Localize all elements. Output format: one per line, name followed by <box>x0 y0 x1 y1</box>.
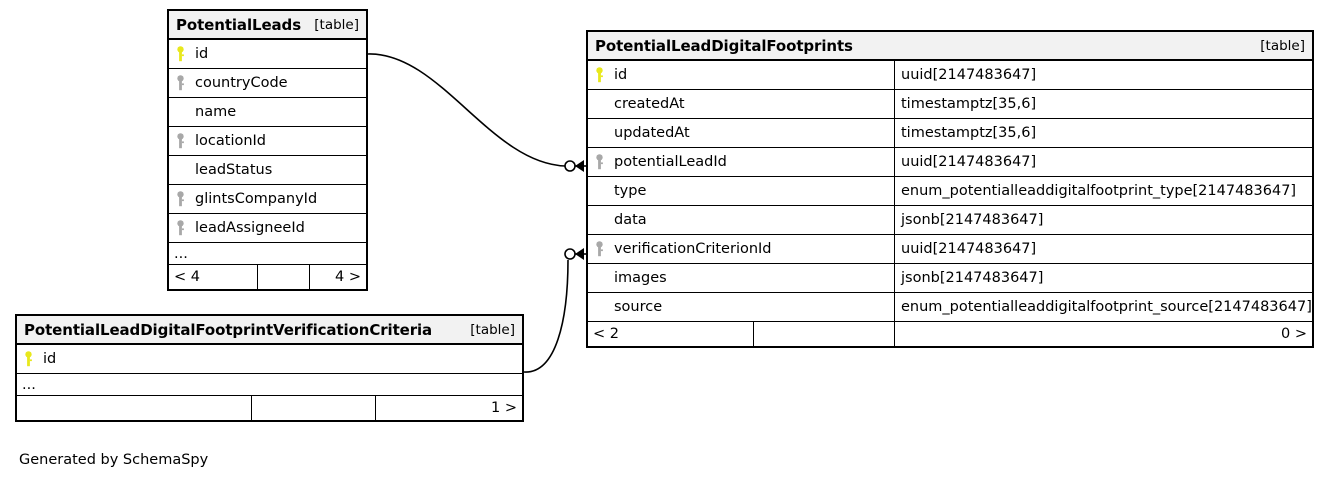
column-name: id <box>195 46 209 62</box>
column-cell: potentialLeadId <box>588 148 894 176</box>
foreign-key-icon <box>169 220 191 236</box>
column-name: locationId <box>195 133 267 149</box>
column-name: data <box>614 212 647 228</box>
column-cell: verificationCriterionId <box>588 235 894 263</box>
column-type: timestamptz[35,6] <box>894 119 1312 147</box>
column-type: enum_potentialleaddigitalfootprint_sourc… <box>894 293 1312 321</box>
entity-footer: < 2 0 > <box>588 322 1312 346</box>
entity-header-potentialleads: PotentialLeads [table] <box>169 11 366 40</box>
table-row[interactable]: id <box>169 40 366 69</box>
more-columns-indicator: ... <box>17 374 522 396</box>
table-row[interactable]: source enum_potentialleaddigitalfootprin… <box>588 293 1312 322</box>
table-row[interactable]: updatedAt timestamptz[35,6] <box>588 119 1312 148</box>
column-name: source <box>614 299 663 315</box>
column-name: name <box>195 104 237 120</box>
table-row[interactable]: locationId <box>169 127 366 156</box>
column-type: jsonb[2147483647] <box>894 206 1312 234</box>
column-type: timestamptz[35,6] <box>894 90 1312 118</box>
entity-type-tag: [table] <box>470 321 515 338</box>
entity-type-tag: [table] <box>314 16 359 33</box>
column-name: images <box>614 270 667 286</box>
primary-key-icon <box>169 46 191 62</box>
table-row[interactable]: name <box>169 98 366 127</box>
column-name: type <box>614 183 647 199</box>
column-cell: id <box>588 61 894 89</box>
next-relations-button[interactable]: 4 > <box>309 265 366 289</box>
primary-key-icon <box>17 351 39 367</box>
relationship-criteria-to-footprints <box>523 248 586 373</box>
entity-potentialleaddigitalfootprintverificationcriteria[interactable]: PotentialLeadDigitalFootprintVerificatio… <box>15 314 524 422</box>
entity-header-criteria: PotentialLeadDigitalFootprintVerificatio… <box>17 316 522 345</box>
entity-title: PotentialLeads <box>176 15 302 34</box>
foreign-key-icon <box>588 154 610 170</box>
next-relations-button[interactable]: 0 > <box>894 322 1312 346</box>
table-row[interactable]: id uuid[2147483647] <box>588 61 1312 90</box>
relationship-potentialleads-to-footprints <box>367 53 586 172</box>
column-name: id <box>614 67 628 83</box>
column-cell: source <box>588 293 894 321</box>
column-cell: name <box>169 98 366 126</box>
column-cell: locationId <box>169 127 366 155</box>
entity-type-tag: [table] <box>1260 37 1305 54</box>
foreign-key-icon <box>169 191 191 207</box>
column-cell: images <box>588 264 894 292</box>
entity-title: PotentialLeadDigitalFootprints <box>595 36 853 55</box>
more-columns-indicator: ... <box>169 243 366 265</box>
table-row[interactable]: leadStatus <box>169 156 366 185</box>
entity-potentialleads[interactable]: PotentialLeads [table] id countryCode <box>167 9 368 291</box>
column-name: createdAt <box>614 96 685 112</box>
column-cell: updatedAt <box>588 119 894 147</box>
table-row[interactable]: leadAssigneeId <box>169 214 366 243</box>
table-row[interactable]: createdAt timestamptz[35,6] <box>588 90 1312 119</box>
column-name: glintsCompanyId <box>195 191 318 207</box>
column-type: jsonb[2147483647] <box>894 264 1312 292</box>
column-type: enum_potentialleaddigitalfootprint_type[… <box>894 177 1312 205</box>
prev-relations-button[interactable]: < 4 <box>174 269 200 285</box>
footer-middle-cell <box>257 265 309 289</box>
foreign-key-icon <box>588 241 610 257</box>
prev-relations-button[interactable]: < 2 <box>593 326 619 342</box>
column-name: countryCode <box>195 75 288 91</box>
entity-potentialleaddigitalfootprints[interactable]: PotentialLeadDigitalFootprints [table] i… <box>586 30 1314 348</box>
column-name: leadStatus <box>195 162 273 178</box>
table-row[interactable]: potentialLeadId uuid[2147483647] <box>588 148 1312 177</box>
column-name: id <box>43 351 57 367</box>
footer-middle-cell <box>753 322 894 346</box>
foreign-key-icon <box>169 75 191 91</box>
foreign-key-icon <box>169 133 191 149</box>
next-relations-button[interactable]: 1 > <box>375 396 522 420</box>
table-row[interactable]: verificationCriterionId uuid[2147483647] <box>588 235 1312 264</box>
column-cell: data <box>588 206 894 234</box>
column-name: potentialLeadId <box>614 154 727 170</box>
column-cell: id <box>17 345 522 373</box>
table-row[interactable]: data jsonb[2147483647] <box>588 206 1312 235</box>
column-cell: type <box>588 177 894 205</box>
entity-footer: 1 > <box>17 396 522 420</box>
generated-by-caption: Generated by SchemaSpy <box>19 452 209 468</box>
column-type: uuid[2147483647] <box>894 148 1312 176</box>
column-cell: leadAssigneeId <box>169 214 366 242</box>
entity-title: PotentialLeadDigitalFootprintVerificatio… <box>24 320 433 339</box>
column-name: verificationCriterionId <box>614 241 772 257</box>
entity-header-footprints: PotentialLeadDigitalFootprints [table] <box>588 32 1312 61</box>
table-row[interactable]: images jsonb[2147483647] <box>588 264 1312 293</box>
table-row[interactable]: countryCode <box>169 69 366 98</box>
column-cell: id <box>169 40 366 68</box>
entity-footer: < 4 4 > <box>169 265 366 289</box>
column-type: uuid[2147483647] <box>894 235 1312 263</box>
table-row[interactable]: type enum_potentialleaddigitalfootprint_… <box>588 177 1312 206</box>
column-cell: countryCode <box>169 69 366 97</box>
primary-key-icon <box>588 67 610 83</box>
table-row[interactable]: glintsCompanyId <box>169 185 366 214</box>
table-row[interactable]: id <box>17 345 522 374</box>
column-cell: leadStatus <box>169 156 366 184</box>
column-name: leadAssigneeId <box>195 220 305 236</box>
prev-relations-button[interactable] <box>17 396 251 420</box>
column-cell: createdAt <box>588 90 894 118</box>
column-cell: glintsCompanyId <box>169 185 366 213</box>
footer-middle-cell <box>251 396 375 420</box>
column-name: updatedAt <box>614 125 690 141</box>
column-type: uuid[2147483647] <box>894 61 1312 89</box>
